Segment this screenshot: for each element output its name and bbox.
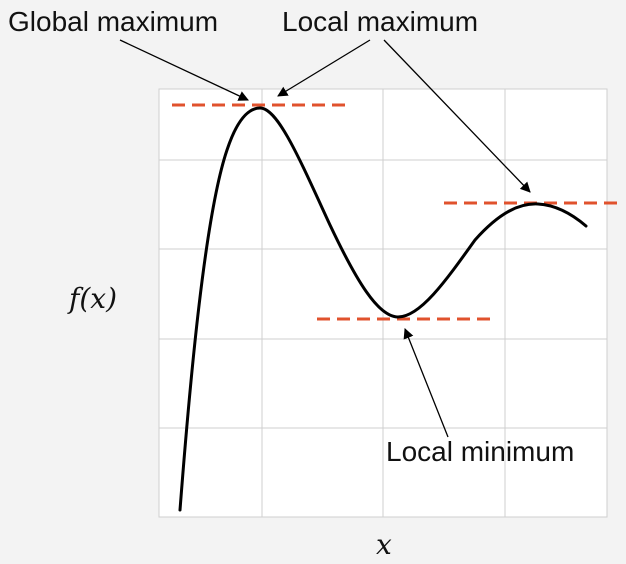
global-maximum-label: Global maximum [8, 6, 218, 37]
function-curve [178, 106, 588, 512]
global-max-arrow [119, 39, 249, 101]
local-min-arrow [403, 328, 449, 438]
x-axis-label: x [376, 528, 392, 561]
grid [158, 88, 608, 518]
local-minimum-label: Local minimum [386, 436, 574, 467]
plot-border [158, 88, 608, 518]
y-axis-label: f(x) [67, 282, 117, 315]
annotation-arrows [119, 39, 531, 438]
local-maximum-label: Local maximum [282, 6, 478, 37]
local-max-arrow-left [277, 39, 371, 97]
local-max-arrow-right [383, 39, 531, 193]
